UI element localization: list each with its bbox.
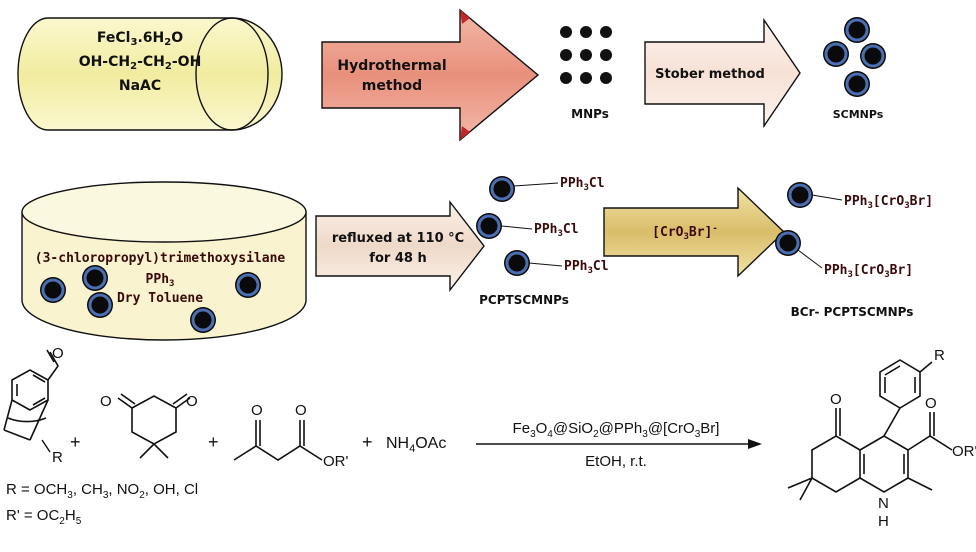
svg-text:O: O — [251, 402, 263, 419]
pcptscmnps-label: PCPTSCMNPs — [479, 293, 569, 307]
svg-text:Stober method: Stober method — [655, 67, 765, 82]
svg-text:R: R — [934, 347, 945, 364]
conditions-label: EtOH, r.t. — [585, 453, 647, 470]
benzaldehyde-structure: O R — [3, 345, 64, 466]
scmnps-label: SCMNPs — [833, 108, 884, 121]
rp-definition: R' = OC2H5 — [6, 507, 82, 527]
svg-text:PPh3Cl: PPh3Cl — [534, 222, 579, 239]
svg-text:O: O — [52, 345, 64, 362]
svg-text:(3-chloropropyl)trimethoxysila: (3-chloropropyl)trimethoxysilane — [35, 251, 286, 266]
svg-text:OR': OR' — [952, 443, 976, 460]
svg-text:+: + — [362, 432, 373, 452]
product-h: H — [878, 513, 889, 530]
svg-text:+: + — [208, 432, 219, 452]
nh4oac: NH4OAc — [386, 435, 446, 455]
svg-text:O: O — [100, 393, 112, 410]
reaction-tank: (3-chloropropyl)trimethoxysilane PPh3 Dr… — [21, 181, 307, 341]
reflux-arrow: refluxed at 110 °C for 48 h — [315, 199, 485, 293]
svg-text:for 48 h: for 48 h — [369, 251, 426, 266]
reagent-ethylene-glycol: OH-CH2-CH2-OH — [79, 54, 202, 72]
svg-text:PPh3[CrO3Br]: PPh3[CrO3Br] — [844, 194, 933, 211]
stober-arrow: Stober method — [644, 17, 801, 129]
svg-text:[CrO3Br]-: [CrO3Br]- — [652, 224, 718, 242]
svg-text:Hydrothermal: Hydrothermal — [337, 58, 446, 74]
dimedone-structure: O O — [100, 393, 198, 459]
svg-text:O: O — [830, 391, 842, 408]
svg-text:O: O — [925, 395, 937, 412]
precursor-cylinder — [17, 17, 283, 131]
r-definition: R = OCH3, CH3, NO2, OH, Cl — [6, 481, 198, 501]
svg-text:R: R — [52, 449, 63, 466]
precursor-reagents: FeCl3.6H2O OH-CH2-CH2-OH NaAC — [79, 30, 202, 94]
catalyst-label: Fe3O4@SiO2@PPh3@[CrO3Br] — [513, 420, 720, 440]
hydrothermal-arrow: Hydrothermal method — [321, 8, 540, 142]
svg-text:OR': OR' — [323, 453, 349, 470]
reaction-arrow — [476, 439, 762, 449]
svg-text:method: method — [362, 78, 422, 94]
svg-text:O: O — [186, 393, 198, 410]
svg-text:PPh3Cl: PPh3Cl — [560, 176, 605, 193]
bcr-pcptscmnps-particles: PPh3[CrO3Br] PPh3[CrO3Br] — [773, 180, 933, 280]
scmnps-particles — [821, 15, 888, 99]
svg-text:refluxed at 110 °C: refluxed at 110 °C — [332, 231, 464, 246]
pcptscmnps-particles: PPh3Cl PPh3Cl PPh3Cl — [474, 174, 609, 278]
product-structure: R O O OR' — [787, 347, 976, 501]
mnps-particles — [560, 26, 612, 84]
reagent-fecl3: FeCl3.6H2O — [97, 30, 183, 48]
product-n: N — [878, 495, 889, 512]
svg-text:PPh3: PPh3 — [146, 272, 175, 289]
mnps-label: MNPs — [571, 107, 609, 121]
acetoacetate-structure: O O OR' — [233, 402, 349, 470]
svg-text:+: + — [70, 432, 81, 452]
svg-text:PPh3Cl: PPh3Cl — [564, 259, 609, 276]
reagent-naac: NaAC — [119, 78, 161, 94]
svg-text:PPh3[CrO3Br]: PPh3[CrO3Br] — [824, 263, 913, 280]
bcr-pcptscmnps-label: BCr- PCPTSCMNPs — [791, 305, 914, 319]
svg-text:O: O — [295, 402, 307, 419]
cro3br-arrow: [CrO3Br]- — [603, 186, 786, 278]
svg-text:Dry Toluene: Dry Toluene — [117, 291, 203, 306]
